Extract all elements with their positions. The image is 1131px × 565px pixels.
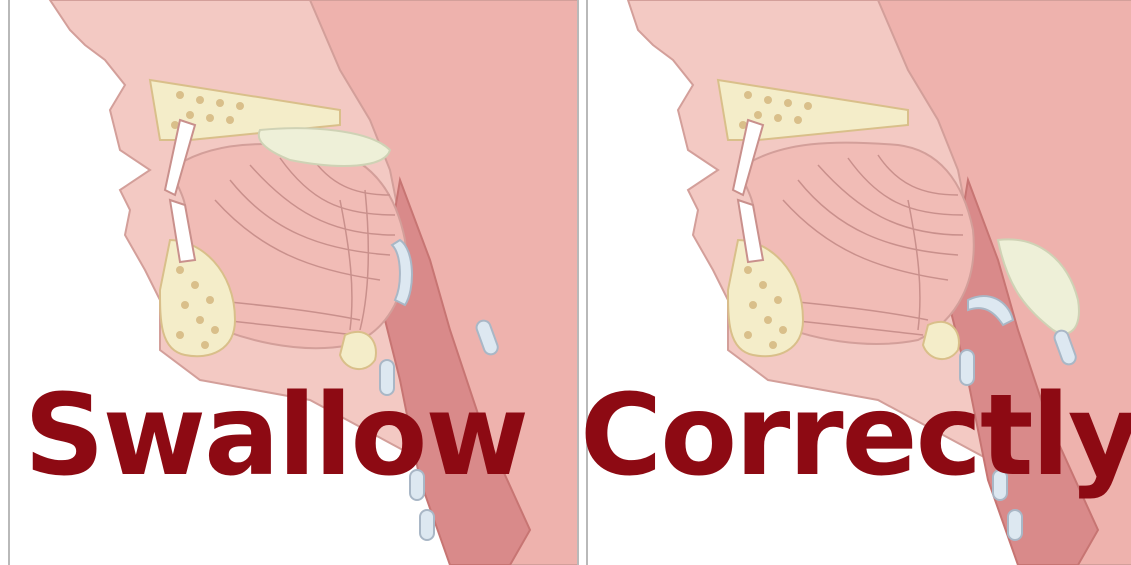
caption: Swallow Correctly <box>24 376 1131 496</box>
hyoid <box>340 332 376 369</box>
caption-word-2: Correctly <box>580 376 1131 496</box>
caption-word-1: Swallow <box>24 376 527 496</box>
hyoid <box>923 322 959 359</box>
